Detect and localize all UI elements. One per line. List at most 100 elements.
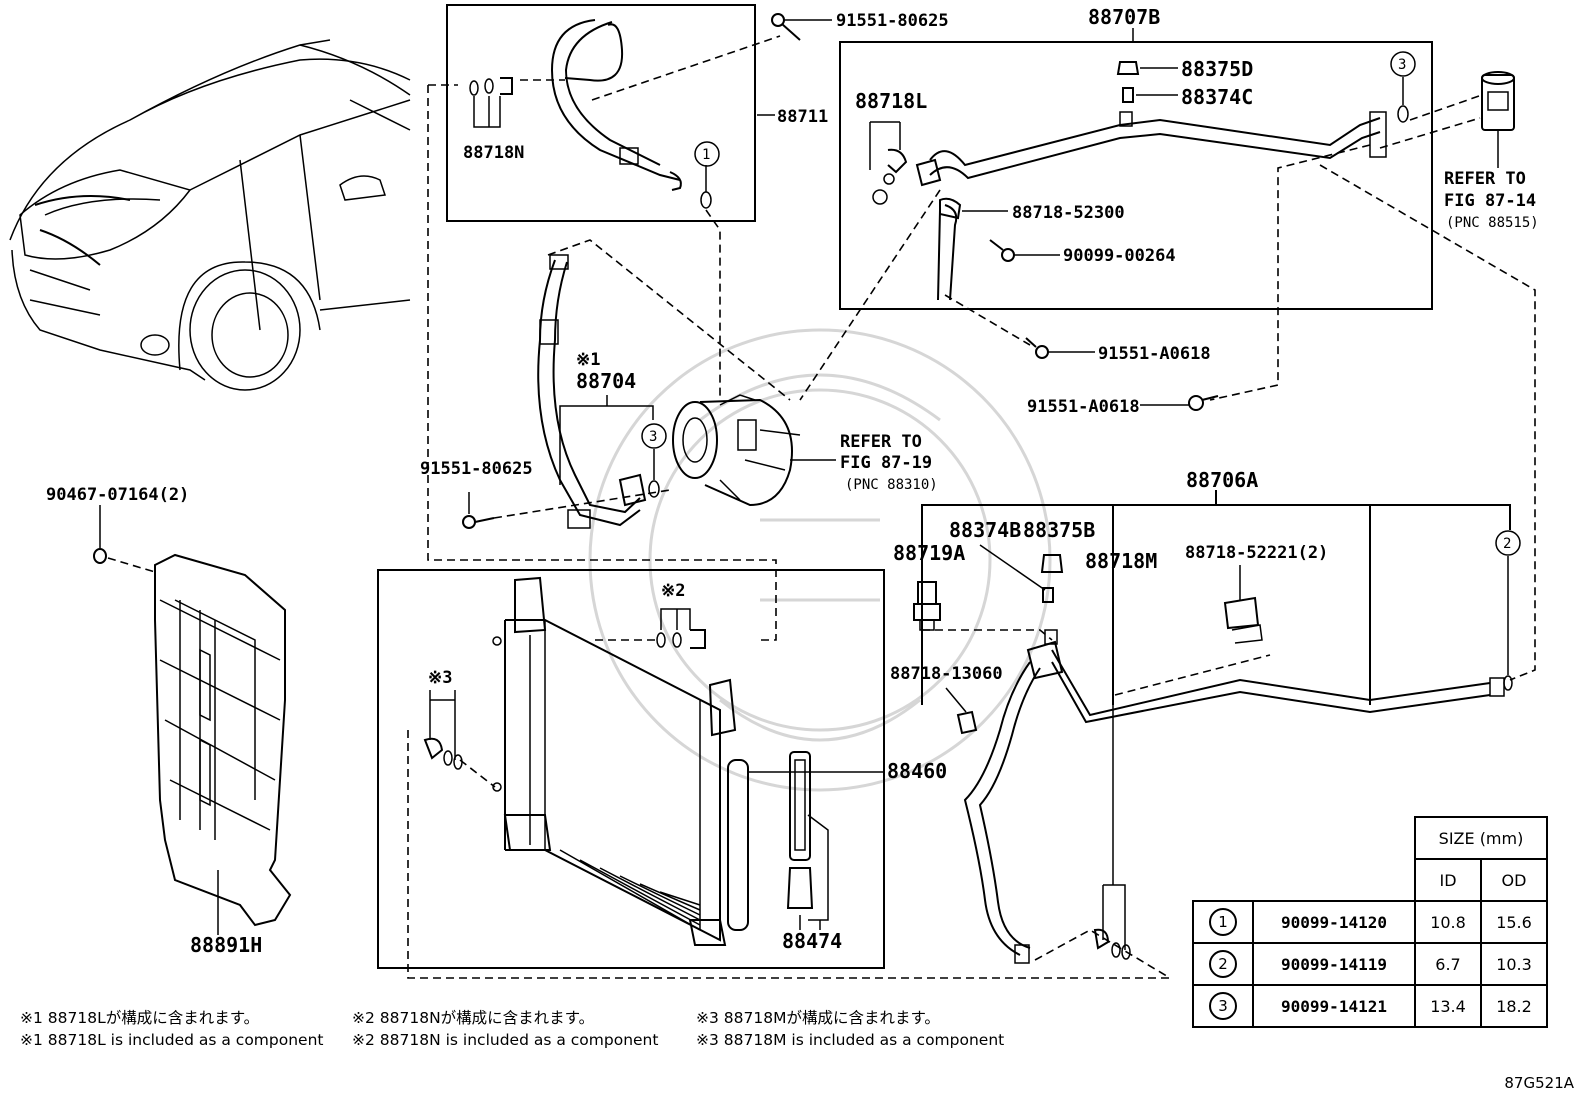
table-row: 1 90099-14120 10.8 15.6 xyxy=(1192,900,1548,944)
label-88375B: 88375B xyxy=(1023,518,1095,542)
bolt-91551-A0618-b xyxy=(1140,395,1219,411)
label-88718-13060: 88718-13060 xyxy=(890,664,1003,684)
footnote-1-jp: ※1 88718Lが構成に含まれます。 xyxy=(20,1009,260,1027)
row-od: 18.2 xyxy=(1480,984,1548,1028)
row-part-number: 90099-14120 xyxy=(1252,900,1416,944)
footnote-3-jp: ※3 88718Mが構成に含まれます。 xyxy=(696,1009,940,1027)
label-mark1: ※1 xyxy=(576,350,600,370)
label-88711: 88711 xyxy=(777,107,828,127)
row-id: 13.4 xyxy=(1414,984,1482,1028)
label-88374B: 88374B xyxy=(949,518,1021,542)
svg-text:3: 3 xyxy=(649,429,657,445)
clamp-88718-52221 xyxy=(1223,565,1263,644)
suction-tube-88707B xyxy=(915,111,1387,301)
callout-labels: 88711 88718N 91551-80625 88707B 88375D 8… xyxy=(46,5,1539,957)
label-90467-07164: 90467-07164(2) xyxy=(46,485,189,505)
circled-number-1: 1 xyxy=(694,141,720,167)
row-od: 10.3 xyxy=(1480,942,1548,986)
condenser-88460 xyxy=(492,576,749,946)
o-ring-3-top xyxy=(1397,77,1409,123)
label-refer-mid-1: REFER TO xyxy=(840,432,922,452)
grommet-90467-07164 xyxy=(93,505,107,564)
col-od-header: OD xyxy=(1480,858,1548,902)
label-mark3: ※3 xyxy=(428,668,452,688)
label-88706A: 88706A xyxy=(1186,468,1258,492)
compressor-ref xyxy=(672,394,801,507)
box-88711 xyxy=(446,4,756,222)
label-91551-80625-top: 91551-80625 xyxy=(836,11,949,31)
circled-number-3-mid: 3 xyxy=(641,423,667,449)
label-91551-80625-mid: 91551-80625 xyxy=(420,459,533,479)
row-key: 2 xyxy=(1209,950,1237,978)
label-mark2: ※2 xyxy=(661,581,685,601)
col-id-header: ID xyxy=(1414,858,1482,902)
o-ring-3-mid xyxy=(648,449,660,498)
row-key: 1 xyxy=(1209,908,1237,936)
row-od: 15.6 xyxy=(1480,900,1548,944)
expansion-valve-ref xyxy=(1481,71,1515,168)
liquid-tube-88706A xyxy=(963,629,1505,964)
label-88374C: 88374C xyxy=(1181,85,1253,109)
label-refer-mid-3: (PNC 88310) xyxy=(845,477,938,493)
box-88707B xyxy=(839,41,1433,310)
row-key: 3 xyxy=(1209,992,1237,1020)
svg-text:1: 1 xyxy=(702,147,710,163)
bolt-91551-80625-mid xyxy=(462,492,495,529)
box-88460 xyxy=(377,569,885,969)
o-ring-2 xyxy=(1503,556,1513,691)
vehicle-outline-illustration xyxy=(9,39,411,391)
valve-cap-88375B xyxy=(1040,554,1064,573)
row-part-number: 90099-14121 xyxy=(1252,984,1416,1028)
label-refer-top-1: REFER TO xyxy=(1444,169,1526,189)
label-91551-A0618-b: 91551-A0618 xyxy=(1027,397,1140,417)
label-refer-mid-2: FIG 87-19 xyxy=(840,453,932,473)
row-part-number: 90099-14119 xyxy=(1252,942,1416,986)
discharge-hose-88711 xyxy=(550,19,682,191)
label-88474: 88474 xyxy=(782,929,842,953)
o-ring-set-mark3 xyxy=(423,690,463,770)
label-refer-top-3: (PNC 88515) xyxy=(1446,215,1539,231)
footnote-3-en: ※3 88718M is included as a component xyxy=(696,1031,1005,1049)
label-88375D: 88375D xyxy=(1181,57,1253,81)
bolt-90099-00264 xyxy=(989,239,1060,262)
valve-core-88374B xyxy=(979,544,1054,603)
radiator-shield-88891H xyxy=(154,553,292,935)
desiccant-88474 xyxy=(786,751,829,930)
valve-cap-88375D xyxy=(1116,61,1178,75)
svg-text:2: 2 xyxy=(1503,536,1511,552)
label-88718L: 88718L xyxy=(855,89,927,113)
o-ring-size-table: SIZE (mm) ID OD 1 90099-14120 10.8 15.6 … xyxy=(1192,816,1548,1028)
row-id: 10.8 xyxy=(1414,900,1482,944)
bracket-88704 xyxy=(559,395,654,485)
valve-core-88374C xyxy=(1119,87,1178,127)
label-88718M: 88718M xyxy=(1085,549,1157,573)
table-row: 3 90099-14121 13.4 18.2 xyxy=(1192,984,1548,1028)
label-88718N: 88718N xyxy=(463,143,524,163)
label-88707B: 88707B xyxy=(1088,5,1160,29)
circled-number-3-top: 3 xyxy=(1390,51,1416,77)
circled-number-2: 2 xyxy=(1495,530,1521,556)
o-ring-set-88718L xyxy=(869,121,908,205)
table-row: 2 90099-14119 6.7 10.3 xyxy=(1192,942,1548,986)
row-id: 6.7 xyxy=(1414,942,1482,986)
label-91551-A0618-a: 91551-A0618 xyxy=(1098,344,1211,364)
footnote-1-en: ※1 88718L is included as a component xyxy=(20,1031,324,1049)
clamp-88718-13060 xyxy=(945,687,978,735)
o-ring-set-88718N xyxy=(469,77,513,128)
bolt-91551-A0618-a xyxy=(1025,337,1095,359)
label-88718-52221: 88718-52221(2) xyxy=(1185,543,1328,563)
label-88891H: 88891H xyxy=(190,933,262,957)
bolt-91551-80625-top xyxy=(771,13,832,41)
o-ring-set-88718M xyxy=(1093,572,1131,960)
size-header: SIZE (mm) xyxy=(1414,816,1548,860)
label-88704: 88704 xyxy=(576,369,636,393)
o-ring-set-mark2 xyxy=(656,608,706,649)
o-ring-1-top xyxy=(700,165,712,209)
svg-text:3: 3 xyxy=(1398,57,1406,73)
switch-88719A xyxy=(913,581,941,631)
label-88718-52300: 88718-52300 xyxy=(1012,203,1125,223)
label-88719A: 88719A xyxy=(893,541,965,565)
label-90099-00264: 90099-00264 xyxy=(1063,246,1176,266)
label-refer-top-2: FIG 87-14 xyxy=(1444,191,1536,211)
